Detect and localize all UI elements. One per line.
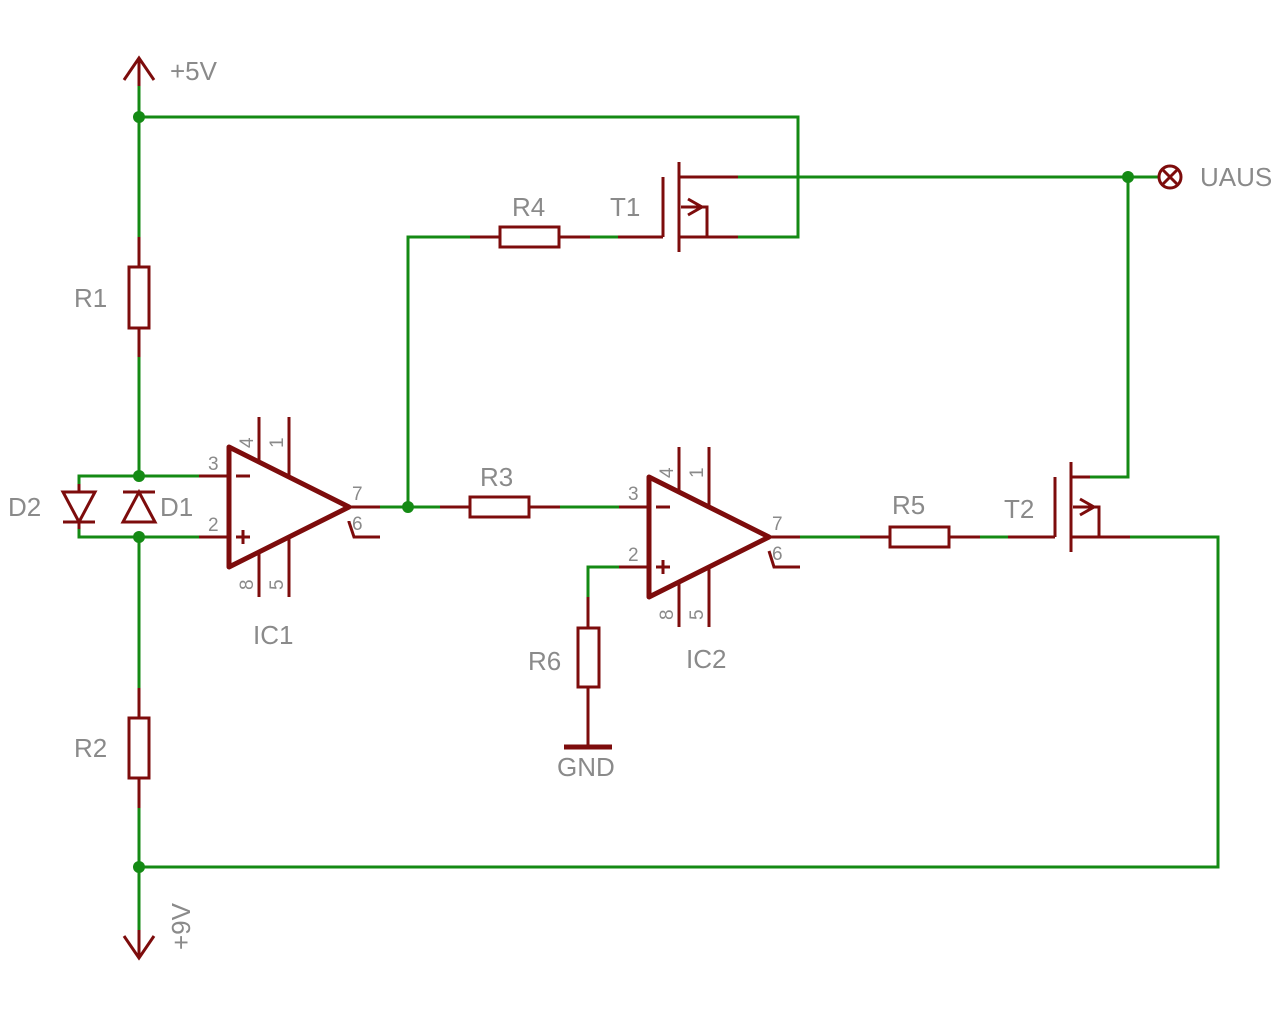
t2-label: T2 (1004, 494, 1034, 524)
mosfet-t2: T2 (1004, 462, 1130, 552)
opamp-ic2: 3 2 7 6 4 1 8 5 IC2 (619, 447, 800, 674)
r2-label: R2 (74, 733, 107, 763)
t1-label: T1 (610, 192, 640, 222)
ic2-label: IC2 (686, 644, 726, 674)
d1-label: D1 (160, 492, 193, 522)
r3-label: R3 (480, 462, 513, 492)
opamp-ic1: 3 2 7 6 4 1 8 5 IC1 (199, 417, 380, 650)
ic2-pin-5: 5 (687, 609, 708, 620)
ic2-pin-1: 1 (687, 467, 708, 478)
ic2-pin-6: 6 (772, 544, 783, 565)
ic1-pin-3: 3 (208, 454, 219, 475)
ic2-pin-2: 2 (628, 545, 639, 566)
ic1-pin-8: 8 (237, 579, 258, 590)
ic1-pin-6: 6 (352, 514, 363, 535)
mosfet-t1: T1 (610, 162, 738, 252)
ic1-pin-2: 2 (208, 515, 219, 536)
supply-5v-label: +5V (170, 56, 218, 86)
r1-label: R1 (74, 283, 107, 313)
ic2-pin-8: 8 (657, 609, 678, 620)
ic1-pin-4: 4 (237, 437, 258, 448)
junctions (133, 111, 1134, 873)
resistor-r6: R6 (528, 597, 601, 746)
ground-symbol: GND (557, 744, 615, 782)
ic1-pin-7: 7 (352, 484, 363, 505)
r4-label: R4 (512, 192, 545, 222)
supply-9v-label: +9V (166, 902, 196, 950)
r5-label: R5 (892, 490, 925, 520)
ic2-pin-7: 7 (772, 514, 783, 535)
ground-label: GND (557, 752, 615, 782)
ic1-pin-1: 1 (267, 437, 288, 448)
supply-5v-symbol: +5V (122, 55, 218, 86)
output-terminal: UAUS (1157, 162, 1272, 192)
supply-9v-symbol: +9V (122, 902, 196, 961)
resistor-r3: R3 (440, 462, 560, 519)
output-label: UAUS (1200, 162, 1272, 192)
ic1-pin-5: 5 (267, 579, 288, 590)
resistor-r2: R2 (74, 688, 151, 808)
d2-label: D2 (8, 492, 41, 522)
ic2-pin-3: 3 (628, 484, 639, 505)
resistor-r5: R5 (860, 490, 980, 549)
diode-d2: D2 (8, 484, 98, 529)
resistor-r1: R1 (74, 237, 151, 357)
resistor-r4: R4 (470, 192, 590, 249)
ic1-label: IC1 (253, 620, 293, 650)
r6-label: R6 (528, 646, 561, 676)
ic2-pin-4: 4 (657, 467, 678, 478)
diode-d1: D1 (120, 488, 193, 524)
